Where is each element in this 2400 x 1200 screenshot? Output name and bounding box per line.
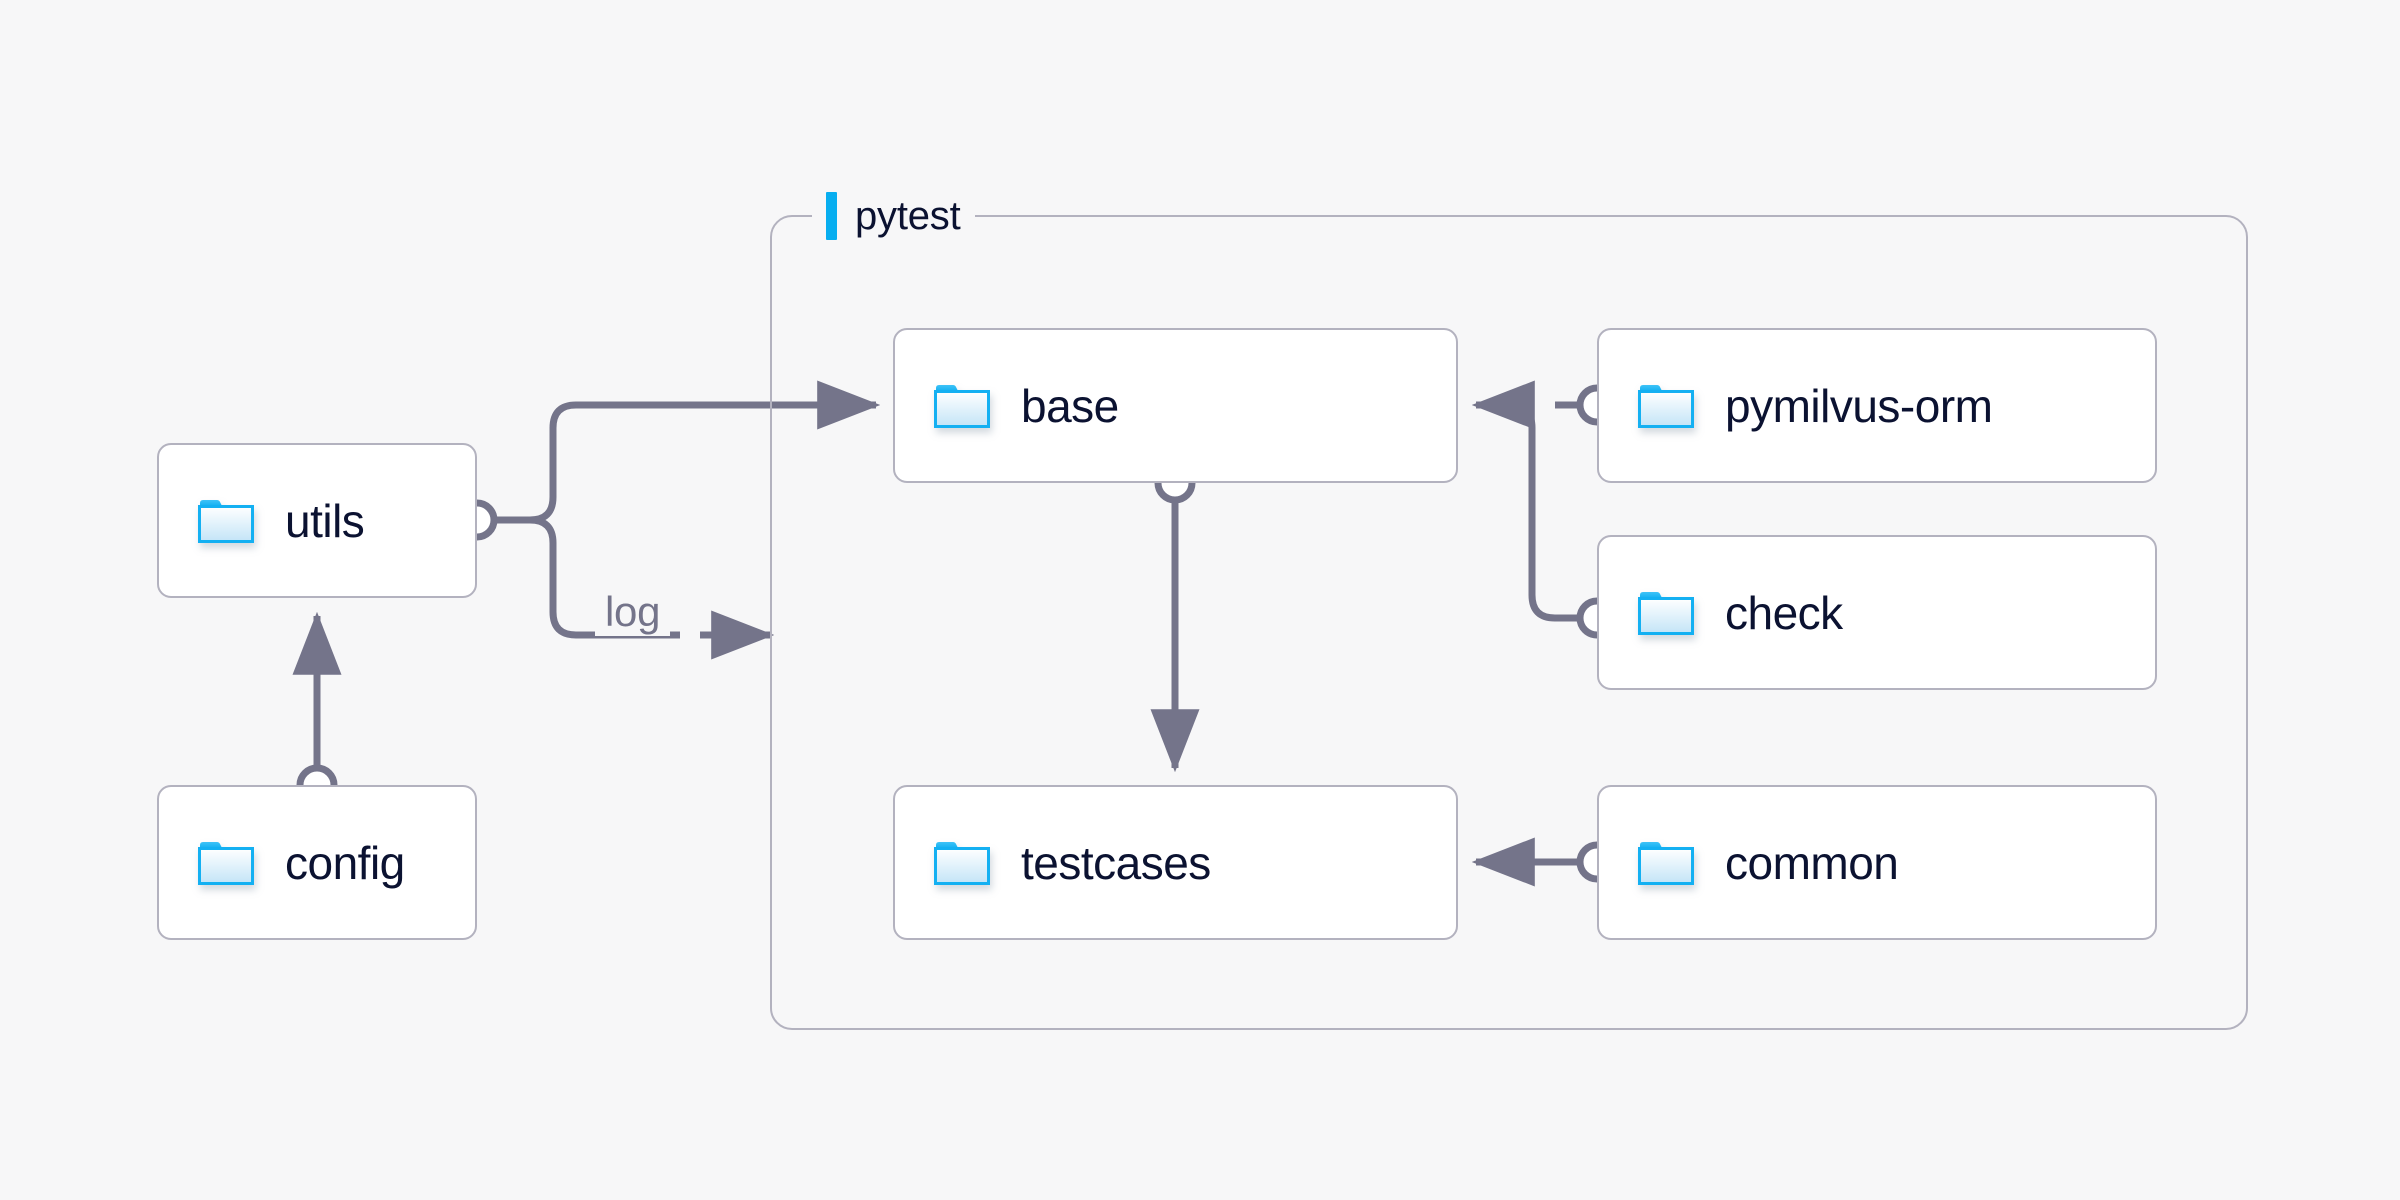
node-testcases[interactable]: testcases: [893, 785, 1458, 940]
node-check[interactable]: check: [1597, 535, 2157, 690]
node-label: pymilvus-orm: [1725, 379, 1993, 432]
node-base[interactable]: base: [893, 328, 1458, 483]
vertical-accent-bar-icon: [826, 192, 837, 240]
folder-icon: [934, 384, 990, 428]
folder-icon: [1638, 591, 1694, 635]
folder-icon: [1638, 841, 1694, 885]
folder-icon: [198, 499, 254, 543]
node-label: testcases: [1021, 836, 1211, 889]
pytest-group-container[interactable]: [770, 215, 2248, 1030]
node-label: check: [1725, 586, 1843, 639]
node-label: base: [1021, 379, 1119, 432]
folder-icon: [1638, 384, 1694, 428]
node-config[interactable]: config: [157, 785, 477, 940]
node-label: common: [1725, 836, 1899, 889]
node-utils[interactable]: utils: [157, 443, 477, 598]
group-title: pytest: [855, 193, 961, 238]
folder-icon: [198, 841, 254, 885]
node-pymilvus-orm[interactable]: pymilvus-orm: [1597, 328, 2157, 483]
edge-label-log: log: [595, 588, 671, 636]
node-label: config: [285, 836, 405, 889]
node-common[interactable]: common: [1597, 785, 2157, 940]
node-label: utils: [285, 494, 365, 547]
pytest-group-label: pytest: [812, 188, 975, 244]
folder-icon: [934, 841, 990, 885]
